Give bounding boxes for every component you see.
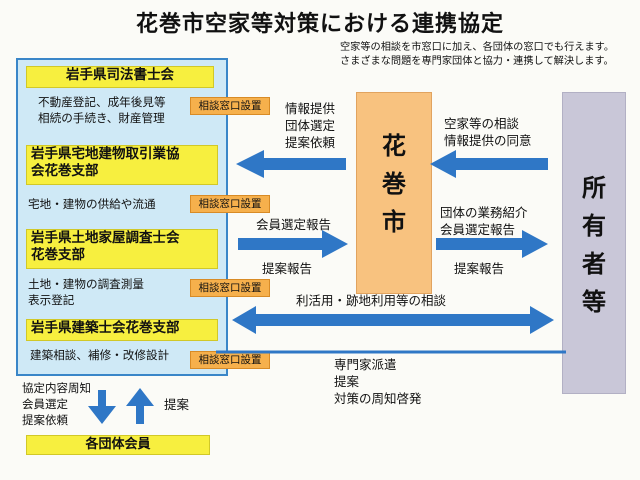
page-title: 花巻市空家等対策における連携協定 <box>135 12 504 37</box>
subtitle-note: 空家等の相談を市窓口に加え、各団体の窓口でも行えます。 さまざまな問題を専門家団… <box>340 42 615 67</box>
label-groups-to-city-below: 提案報告 <box>262 261 313 276</box>
label-owner-consult: 利活用・跡地利用等の相談 <box>296 293 447 308</box>
org-name-takken: 岩手県宅地建物取引業協 会花巻支部 <box>26 145 218 185</box>
org-services-shihoshoshi: 不動産登記、成年後見等 相続の手続き、財産管理 <box>38 95 166 125</box>
arrow-down-to-members <box>88 390 116 424</box>
arrow-city-to-groups <box>236 150 346 178</box>
label-owner-to-city: 空家等の相談 情報提供の同意 <box>444 116 532 148</box>
label-city-to-owner-below: 提案報告 <box>454 261 505 276</box>
label-members-instructions: 協定内容周知 会員選定 提案依頼 <box>22 381 91 427</box>
org-services-tochikaoku: 土地・建物の調査測量 表示登記 <box>28 277 144 307</box>
label-expert-actions: 専門家派遣 提案 対策の周知啓発 <box>334 357 422 406</box>
label-city-to-groups: 情報提供 団体選定 提案依頼 <box>285 101 336 150</box>
org-services-takken: 宅地・建物の供給や流通 <box>28 197 156 211</box>
label-city-to-owner: 団体の業務紹介 会員選定報告 <box>440 205 528 237</box>
consult-badge-kenchikushi: 相談窓口設置 <box>190 351 270 369</box>
owner-label: 所 有 者 等 <box>582 174 606 316</box>
org-name-kenchikushi: 岩手県建築士会花巻支部 <box>26 319 218 341</box>
owner-block: 所 有 者 等 <box>562 92 626 394</box>
org-name-tochikaoku: 岩手県土地家屋調査士会 花巻支部 <box>26 229 218 269</box>
arrow-owner-to-city <box>430 150 548 178</box>
city-label: 花 巻 市 <box>382 132 406 236</box>
consult-badge-tochikaoku: 相談窓口設置 <box>190 279 270 297</box>
label-members-proposal: 提案 <box>164 397 190 412</box>
org-name-shihoshoshi: 岩手県司法書士会 <box>26 66 214 88</box>
arrow-city-to-owner <box>436 230 548 258</box>
label-groups-to-city: 会員選定報告 <box>256 217 332 232</box>
consult-badge-shihoshoshi: 相談窓口設置 <box>190 97 270 115</box>
city-block: 花 巻 市 <box>356 92 432 294</box>
consult-badge-takken: 相談窓口設置 <box>190 195 270 213</box>
members-box: 各団体会員 <box>26 435 210 455</box>
arrow-consult-bidirectional <box>232 306 554 334</box>
org-services-kenchikushi: 建築相談、補修・改修設計 <box>30 348 170 362</box>
arrow-groups-to-city <box>238 230 348 258</box>
arrow-up-proposal <box>126 388 154 424</box>
